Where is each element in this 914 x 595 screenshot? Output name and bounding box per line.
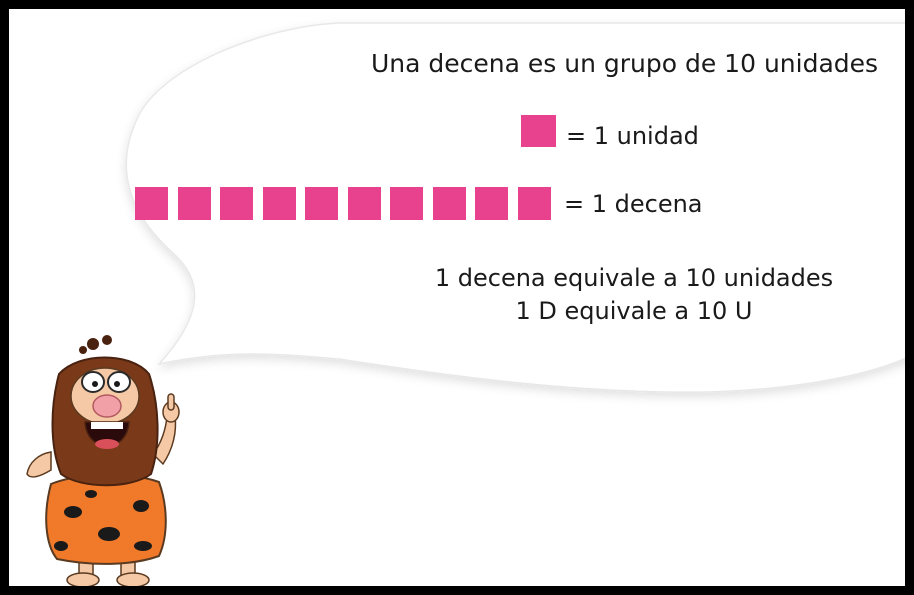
ten-square (135, 187, 168, 220)
ten-square (390, 187, 423, 220)
unit-label: = 1 unidad (566, 122, 699, 150)
lesson-title: Una decena es un grupo de 10 unidades (371, 49, 879, 78)
speech-bubble-icon (125, 22, 905, 393)
ten-square (475, 187, 508, 220)
ten-square (262, 187, 296, 220)
ten-square (432, 187, 466, 220)
equivalence-line-1: 1 decena equivale a 10 unidades (434, 264, 834, 292)
ten-square (347, 187, 381, 220)
equivalence-line-2: 1 D equivale a 10 U (515, 297, 753, 325)
unit-square (521, 115, 556, 147)
ten-square (220, 187, 253, 220)
ten-square (305, 187, 338, 220)
ten-squares-row (135, 187, 551, 220)
ten-square (177, 187, 211, 220)
ten-label: = 1 decena (564, 190, 703, 218)
caveman-icon (26, 335, 180, 586)
ten-square (517, 187, 551, 220)
